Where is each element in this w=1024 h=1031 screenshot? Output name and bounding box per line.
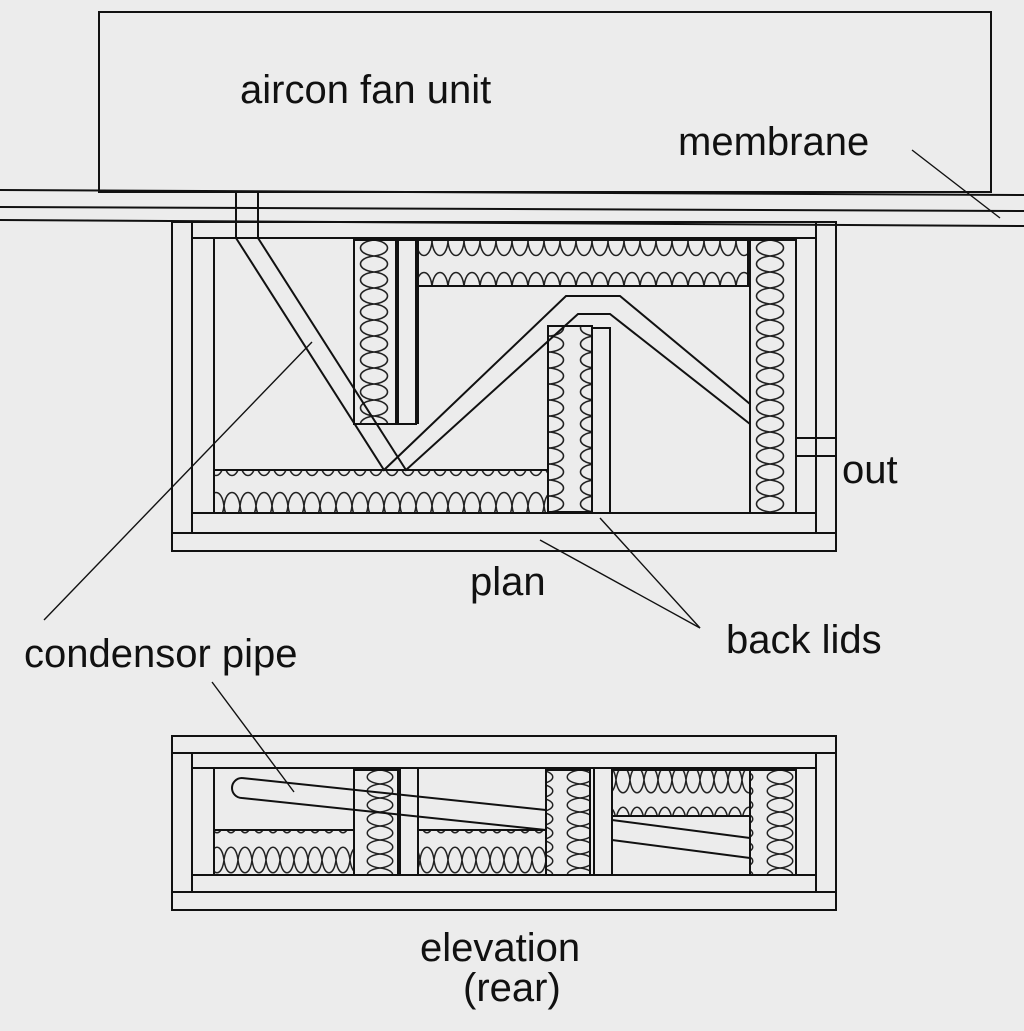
condensor-pipe-elevation <box>231 777 751 859</box>
plan-label: plan <box>470 560 546 604</box>
back-lids-label: back lids <box>726 618 882 662</box>
outlet-pipe <box>796 437 836 457</box>
outlet-label: out <box>842 448 898 492</box>
fan-unit <box>98 11 992 193</box>
fan-unit-label: aircon fan unit <box>240 68 492 112</box>
insulation <box>213 239 797 514</box>
membrane-label: membrane <box>678 120 870 164</box>
elevation-label: elevation <box>420 926 581 970</box>
condensor-pipe-plan <box>235 237 751 472</box>
insulation <box>213 769 797 876</box>
elevation-view <box>171 735 837 911</box>
condensor-pipe-label: condensor pipe <box>24 632 298 676</box>
membrane <box>0 189 1024 227</box>
plan-view <box>171 192 837 552</box>
back-lid-boards <box>397 239 750 514</box>
elevation-sublabel: (rear) <box>463 966 561 1010</box>
pipe-riser <box>235 192 259 238</box>
leader-lines <box>43 149 1001 793</box>
